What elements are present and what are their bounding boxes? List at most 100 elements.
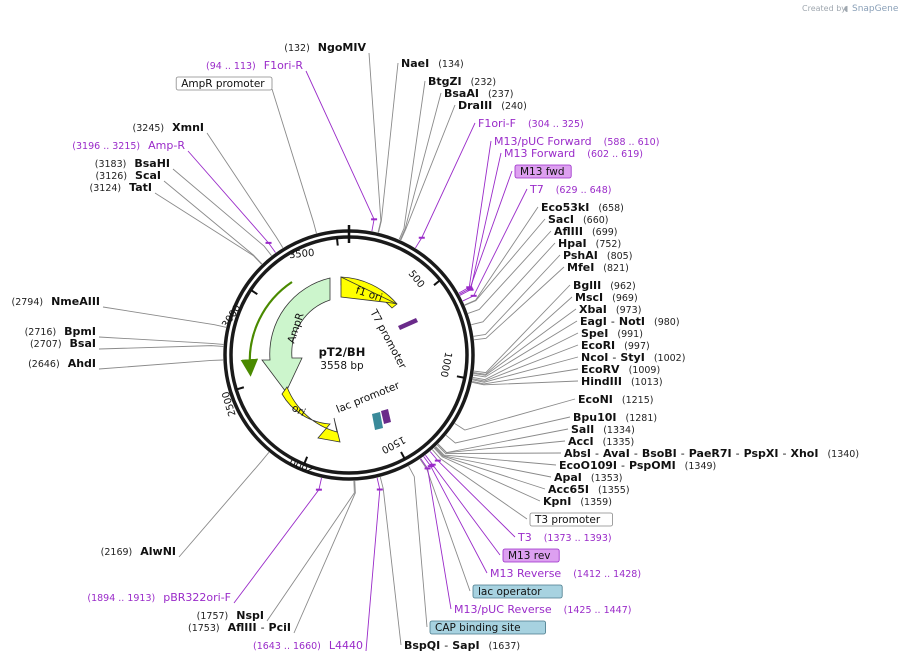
enzyme-label[interactable]: MfeI(821) xyxy=(567,261,629,274)
enzyme-styi[interactable]: StyI xyxy=(620,351,644,364)
enzyme-bsai[interactable]: BsaI xyxy=(70,337,96,350)
feature-label[interactable]: T3(1373 .. 1393) xyxy=(517,531,612,544)
enzyme-ecoo109i[interactable]: EcoO109I xyxy=(559,459,617,472)
enzyme-saci[interactable]: SacI xyxy=(548,213,574,226)
enzyme-naei[interactable]: NaeI xyxy=(401,57,429,70)
enzyme-pcii[interactable]: PciI xyxy=(269,621,291,634)
enzyme-label[interactable]: (2646)AhdI xyxy=(28,357,96,370)
feature-amp-r[interactable]: Amp-R xyxy=(148,139,185,152)
enzyme-nspi[interactable]: NspI xyxy=(236,609,264,622)
feature-l4440[interactable]: L4440 xyxy=(329,639,363,652)
enzyme-bsahi[interactable]: BsaHI xyxy=(134,157,170,170)
feature-pbr322ori-f[interactable]: pBR322ori-F xyxy=(163,591,231,604)
feature-label[interactable]: T7(629 .. 648) xyxy=(529,183,611,196)
enzyme-afliii[interactable]: AflIII xyxy=(554,225,583,238)
enzyme-mfei[interactable]: MfeI xyxy=(567,261,594,274)
enzyme-label[interactable]: (132)NgoMIV xyxy=(284,41,366,54)
enzyme-hpai[interactable]: HpaI xyxy=(558,237,587,250)
enzyme-label[interactable]: (3245)XmnI xyxy=(133,121,204,134)
feature-t3[interactable]: T3 xyxy=(517,531,532,544)
enzyme-sapi[interactable]: SapI xyxy=(452,639,479,652)
enzyme-label[interactable]: (1753)AflIII-PciI xyxy=(188,621,291,634)
enzyme-ngomiv[interactable]: NgoMIV xyxy=(318,41,367,54)
enzyme-label[interactable]: (1757)NspI xyxy=(197,609,264,622)
enzyme-bspqi[interactable]: BspQI xyxy=(404,639,440,652)
enzyme-bpmi[interactable]: BpmI xyxy=(64,325,96,338)
enzyme-label[interactable]: NaeI(134) xyxy=(401,57,464,70)
feature-label[interactable]: (94 .. 113)F1ori-R xyxy=(206,59,303,72)
enzyme-label[interactable]: MscI(969) xyxy=(575,291,638,304)
enzyme-acc65i[interactable]: Acc65I xyxy=(548,483,589,496)
enzyme-hindiii[interactable]: HindIII xyxy=(581,375,622,388)
enzyme-label[interactable]: AflIII(699) xyxy=(554,225,618,238)
enzyme-apai[interactable]: ApaI xyxy=(554,471,582,484)
enzyme-label[interactable]: EcoRI(997) xyxy=(581,339,650,352)
enzyme-label[interactable]: EcoO109I-PspOMI(1349) xyxy=(559,459,716,472)
enzyme-pspomi[interactable]: PspOMI xyxy=(629,459,676,472)
enzyme-eco53ki[interactable]: Eco53kI xyxy=(541,201,589,214)
enzyme-label[interactable]: BsaAI(237) xyxy=(444,87,514,100)
enzyme-ecorv[interactable]: EcoRV xyxy=(581,363,620,376)
feature-label[interactable]: F1ori-F(304 .. 325) xyxy=(478,117,584,130)
enzyme-draiii[interactable]: DraIII xyxy=(458,99,492,112)
enzyme-label[interactable]: BtgZI(232) xyxy=(428,75,496,88)
enzyme-label[interactable]: HpaI(752) xyxy=(558,237,621,250)
enzyme-absi[interactable]: AbsI xyxy=(564,447,591,460)
enzyme-btgzi[interactable]: BtgZI xyxy=(428,75,462,88)
enzyme-label[interactable]: HindIII(1013) xyxy=(581,375,663,388)
enzyme-label[interactable]: (3126)ScaI xyxy=(95,169,161,182)
enzyme-spei[interactable]: SpeI xyxy=(581,327,608,340)
enzyme-alwni[interactable]: AlwNI xyxy=(140,545,176,558)
enzyme-eagi[interactable]: EagI xyxy=(580,315,607,328)
feature-label[interactable]: M13/pUC Reverse(1425 .. 1447) xyxy=(454,603,631,616)
enzyme-label[interactable]: SalI(1334) xyxy=(571,423,635,436)
enzyme-label[interactable]: Acc65I(1355) xyxy=(548,483,630,496)
feature-label[interactable]: M13/pUC Forward(588 .. 610) xyxy=(494,135,659,148)
enzyme-bglii[interactable]: BglII xyxy=(573,279,601,292)
feature-m13-puc-reverse[interactable]: M13/pUC Reverse xyxy=(454,603,552,616)
feature-f1ori-r[interactable]: F1ori-R xyxy=(264,59,304,72)
enzyme-pspxi[interactable]: PspXI xyxy=(744,447,779,460)
feature-m13-puc-forward[interactable]: M13/pUC Forward xyxy=(494,135,592,148)
enzyme-xhoi[interactable]: XhoI xyxy=(790,447,818,460)
enzyme-label[interactable]: EcoNI(1215) xyxy=(578,393,653,406)
enzyme-nmeaiii[interactable]: NmeAIII xyxy=(51,295,100,308)
enzyme-bpu10i[interactable]: Bpu10I xyxy=(573,411,617,424)
enzyme-xmni[interactable]: XmnI xyxy=(172,121,204,134)
enzyme-label[interactable]: (2794)NmeAIII xyxy=(11,295,100,308)
enzyme-label[interactable]: NcoI-StyI(1002) xyxy=(581,351,685,364)
m13-fwd-label[interactable]: M13 fwd xyxy=(520,166,565,178)
feature-m13-forward[interactable]: M13 Forward xyxy=(504,147,575,160)
cap-binding-site-label[interactable]: CAP binding site xyxy=(435,622,521,634)
enzyme-ncoi[interactable]: NcoI xyxy=(581,351,608,364)
feature-f1ori-f[interactable]: F1ori-F xyxy=(478,117,516,130)
enzyme-label[interactable]: DraIII(240) xyxy=(458,99,527,112)
enzyme-ecori[interactable]: EcoRI xyxy=(581,339,615,352)
enzyme-noti[interactable]: NotI xyxy=(619,315,645,328)
feature-label[interactable]: (3196 .. 3215)Amp-R xyxy=(72,139,185,152)
enzyme-label[interactable]: ApaI(1353) xyxy=(554,471,623,484)
enzyme-label[interactable]: SpeI(991) xyxy=(581,327,643,340)
ampr-promoter-label[interactable]: AmpR promoter xyxy=(181,78,265,90)
feature-label[interactable]: (1643 .. 1660)L4440 xyxy=(253,639,363,652)
enzyme-label[interactable]: (2716)BpmI xyxy=(25,325,96,338)
enzyme-label[interactable]: (3124)TatI xyxy=(90,181,152,194)
enzyme-tati[interactable]: TatI xyxy=(129,181,152,194)
enzyme-label[interactable]: XbaI(973) xyxy=(579,303,641,316)
t3-promoter-label[interactable]: T3 promoter xyxy=(534,514,601,526)
enzyme-label[interactable]: KpnI(1359) xyxy=(543,495,612,508)
enzyme-ahdi[interactable]: AhdI xyxy=(68,357,96,370)
enzyme-label[interactable]: Bpu10I(1281) xyxy=(573,411,657,424)
enzyme-label[interactable]: EagI-NotI(980) xyxy=(580,315,680,328)
enzyme-msci[interactable]: MscI xyxy=(575,291,603,304)
enzyme-bsobi[interactable]: BsoBI xyxy=(642,447,677,460)
m13-rev-label[interactable]: M13 rev xyxy=(508,550,551,562)
feature-m13-reverse[interactable]: M13 Reverse xyxy=(490,567,561,580)
enzyme-label[interactable]: SacI(660) xyxy=(548,213,609,226)
feature-label[interactable]: M13 Forward(602 .. 619) xyxy=(504,147,643,160)
enzyme-pshai[interactable]: PshAI xyxy=(563,249,598,262)
enzyme-label[interactable]: (3183)BsaHI xyxy=(95,157,170,170)
enzyme-xbai[interactable]: XbaI xyxy=(579,303,607,316)
enzyme-label[interactable]: (2707)BsaI xyxy=(30,337,96,350)
enzyme-acci[interactable]: AccI xyxy=(568,435,594,448)
